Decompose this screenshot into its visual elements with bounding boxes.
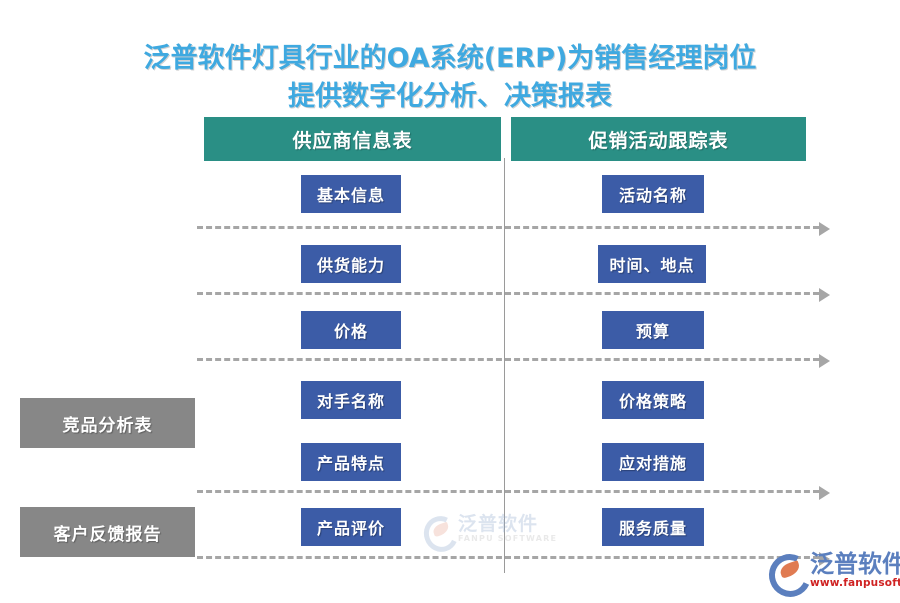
watermark-en-text: FANPU SOFTWARE bbox=[458, 533, 558, 543]
item-box-right-5[interactable]: 应对措施 bbox=[602, 443, 704, 481]
page-title-line2: 提供数字化分析、决策报表 bbox=[288, 81, 612, 112]
side-label-competitor-analysis[interactable]: 竞品分析表 bbox=[20, 398, 195, 448]
arrow-right-icon bbox=[819, 222, 830, 236]
arrow-right-icon bbox=[819, 552, 830, 566]
item-box-left-2[interactable]: 供货能力 bbox=[301, 245, 401, 283]
arrow-right-icon bbox=[819, 354, 830, 368]
connector-row-2 bbox=[197, 288, 830, 302]
fanpu-logo-icon bbox=[762, 548, 818, 603]
side-label-customer-feedback[interactable]: 客户反馈报告 bbox=[20, 507, 195, 557]
brand-logo: 泛普软件 www.fanpusoft.com bbox=[762, 546, 900, 603]
brand-name: 泛普软件 bbox=[810, 549, 900, 578]
connector-row-3 bbox=[197, 354, 830, 368]
column-header-promotion[interactable]: 促销活动跟踪表 bbox=[511, 117, 806, 161]
fanpu-logo-icon bbox=[418, 511, 464, 557]
item-box-left-5[interactable]: 产品特点 bbox=[301, 443, 401, 481]
item-box-right-2[interactable]: 时间、地点 bbox=[598, 245, 706, 283]
arrow-right-icon bbox=[819, 288, 830, 302]
item-box-left-4[interactable]: 对手名称 bbox=[301, 381, 401, 419]
item-box-left-3[interactable]: 价格 bbox=[301, 311, 401, 349]
item-box-right-4[interactable]: 价格策略 bbox=[602, 381, 704, 419]
item-box-left-6[interactable]: 产品评价 bbox=[301, 508, 401, 546]
item-box-right-3[interactable]: 预算 bbox=[602, 311, 704, 349]
watermark-cn-text: 泛普软件 bbox=[458, 512, 539, 535]
item-box-left-1[interactable]: 基本信息 bbox=[301, 175, 401, 213]
brand-url[interactable]: www.fanpusoft.com bbox=[810, 576, 900, 589]
connector-row-4 bbox=[197, 486, 830, 500]
column-header-supplier[interactable]: 供应商信息表 bbox=[204, 117, 501, 161]
column-divider bbox=[504, 158, 505, 573]
connector-row-1 bbox=[197, 222, 830, 236]
item-box-right-1[interactable]: 活动名称 bbox=[602, 175, 704, 213]
item-box-right-6[interactable]: 服务质量 bbox=[602, 508, 704, 546]
page-title-line1: 泛普软件灯具行业的OA系统(ERP)为销售经理岗位 bbox=[143, 43, 757, 74]
arrow-right-icon bbox=[819, 486, 830, 500]
connector-row-5 bbox=[197, 552, 830, 566]
page-title: 泛普软件灯具行业的OA系统(ERP)为销售经理岗位 提供数字化分析、决策报表 bbox=[0, 40, 900, 116]
